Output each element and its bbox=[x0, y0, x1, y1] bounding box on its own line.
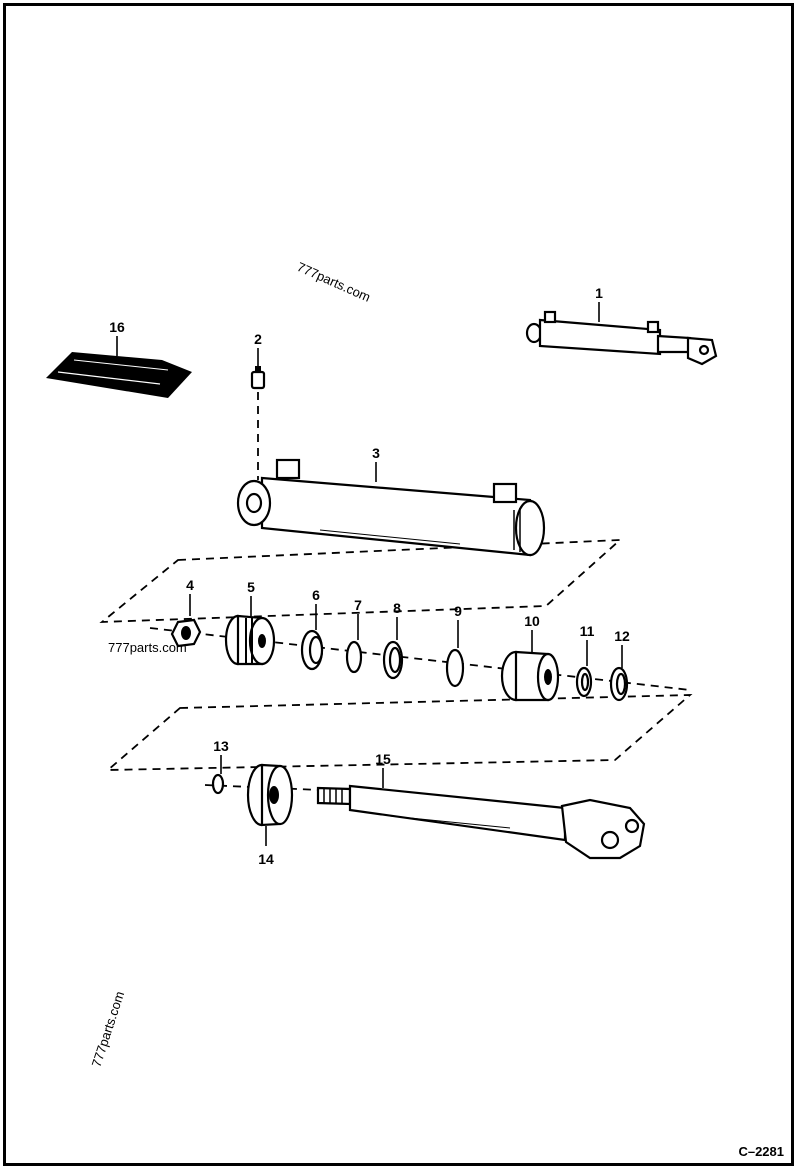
part-6-seal bbox=[300, 629, 324, 671]
part-13-o-ring bbox=[211, 773, 225, 795]
part-2-fitting bbox=[250, 366, 266, 390]
callout-2: 2 bbox=[254, 331, 262, 347]
callout-16: 16 bbox=[109, 319, 125, 335]
callout-12: 12 bbox=[614, 628, 630, 644]
guide-box-rod bbox=[105, 694, 693, 771]
callout-6: 6 bbox=[312, 587, 320, 603]
callout-11: 11 bbox=[580, 623, 595, 639]
callout-8: 8 bbox=[393, 600, 401, 616]
part-12-wiper bbox=[609, 666, 629, 702]
drawing-code: C–2281 bbox=[738, 1144, 784, 1159]
watermark-bottom: 777parts.com bbox=[89, 989, 128, 1069]
callout-5: 5 bbox=[247, 579, 255, 595]
part-7-o-ring bbox=[345, 640, 363, 674]
callout-4: 4 bbox=[186, 577, 194, 593]
part-15-rod bbox=[316, 784, 646, 860]
watermark-middle: 777parts.com bbox=[108, 640, 187, 655]
callout-14: 14 bbox=[258, 851, 274, 867]
part-10-head bbox=[500, 650, 560, 702]
part-14-piston bbox=[246, 763, 294, 827]
part-16-decal bbox=[46, 352, 192, 398]
part-8-seal bbox=[382, 640, 404, 680]
callout-10: 10 bbox=[524, 613, 540, 629]
part-9-o-ring bbox=[445, 648, 465, 688]
callout-15: 15 bbox=[375, 751, 391, 767]
watermark-top: 777parts.com bbox=[295, 259, 373, 305]
part-11-seal bbox=[575, 666, 593, 698]
part-1-cylinder-assembly bbox=[525, 310, 718, 366]
drawing-frame bbox=[3, 3, 794, 1166]
callout-7: 7 bbox=[354, 597, 362, 613]
part-4-nut bbox=[170, 618, 202, 648]
callout-3: 3 bbox=[372, 445, 380, 461]
callout-1: 1 bbox=[595, 285, 603, 301]
part-3-barrel bbox=[236, 458, 546, 557]
callout-9: 9 bbox=[454, 603, 462, 619]
callout-13: 13 bbox=[213, 738, 229, 754]
part-5-piston bbox=[224, 614, 276, 666]
